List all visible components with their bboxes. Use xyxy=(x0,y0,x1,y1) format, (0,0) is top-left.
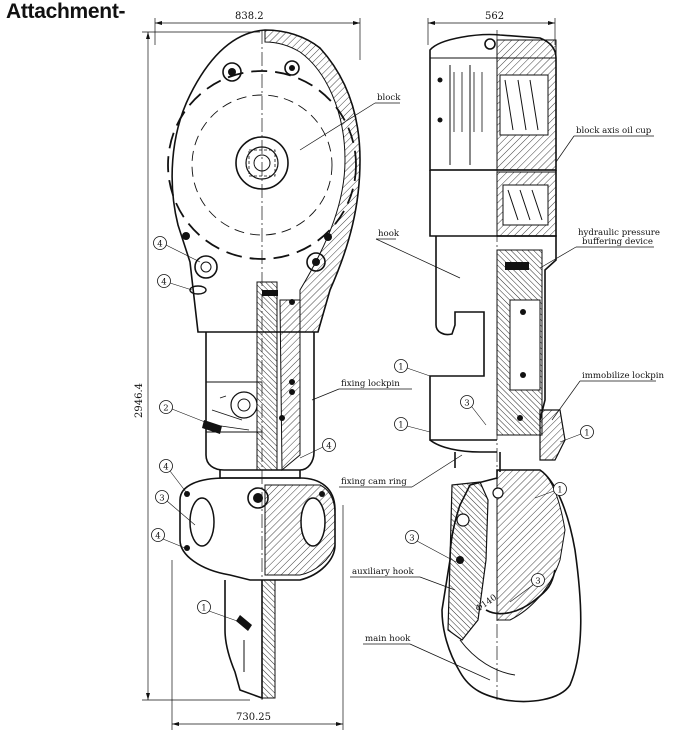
callout-3d: 3 xyxy=(509,573,545,603)
svg-text:2: 2 xyxy=(163,404,168,414)
label-oil-cup: block axis oil cup xyxy=(576,126,652,136)
callout-4c: 4 xyxy=(299,438,336,459)
dim-left-bottom: 730.25 xyxy=(171,505,344,730)
dim-562: 562 xyxy=(485,11,504,22)
callout-3b: 3 xyxy=(460,395,487,426)
callout-4b: 4 xyxy=(157,274,193,291)
dim-838: 838.2 xyxy=(235,11,264,22)
svg-text:4: 4 xyxy=(163,463,168,473)
svg-text:3: 3 xyxy=(464,399,469,409)
callout-1d: 1 xyxy=(559,425,594,443)
dim-2946: 2946.4 xyxy=(134,383,145,418)
label-fixing-lockpin: fixing lockpin xyxy=(341,379,400,389)
label-hook: hook xyxy=(378,229,400,239)
svg-text:3: 3 xyxy=(535,577,540,587)
svg-text:4: 4 xyxy=(326,442,331,452)
label-fixing-cam-ring: fixing cam ring xyxy=(341,477,407,487)
svg-text:1: 1 xyxy=(557,486,562,496)
callout-1c: 1 xyxy=(394,417,431,433)
label-block: block xyxy=(377,93,401,103)
left-view: 838.2 2946.4 730.25 xyxy=(134,11,361,730)
label-main-hook: main hook xyxy=(365,634,411,644)
svg-text:4: 4 xyxy=(157,240,162,250)
svg-text:1: 1 xyxy=(584,429,589,439)
svg-text:3: 3 xyxy=(409,534,414,544)
lower-shank xyxy=(224,580,263,700)
callout-2: 2 xyxy=(159,400,211,425)
svg-text:1: 1 xyxy=(398,363,403,373)
annotations: block block axis oil cup hook hydraulic … xyxy=(151,93,665,681)
svg-text:1: 1 xyxy=(398,421,403,431)
label-hydraulic-1: hydraulic pressure xyxy=(578,228,660,238)
label-auxiliary-hook: auxiliary hook xyxy=(352,567,414,577)
page-title: Attachment- xyxy=(6,0,126,23)
callout-4e: 4 xyxy=(151,528,186,549)
svg-text:1: 1 xyxy=(201,604,206,614)
callout-3c: 3 xyxy=(405,530,457,563)
svg-text:4: 4 xyxy=(155,532,160,542)
dim-left-top: 838.2 xyxy=(154,11,361,60)
callout-1a: 1 xyxy=(197,600,241,623)
callout-1b: 1 xyxy=(394,359,431,377)
callout-1e: 1 xyxy=(534,482,567,499)
label-hydraulic-2: buffering device xyxy=(582,237,653,247)
callout-4a: 4 xyxy=(153,236,201,263)
dim-left-height: 2946.4 xyxy=(134,31,260,701)
svg-text:3: 3 xyxy=(159,494,164,504)
dim-730: 730.25 xyxy=(236,712,271,723)
callout-3a: 3 xyxy=(155,490,196,526)
right-view: 562 xyxy=(427,11,582,703)
callout-4d: 4 xyxy=(159,459,187,493)
svg-text:4: 4 xyxy=(161,278,166,288)
block-section xyxy=(264,29,361,333)
label-immobilize-lockpin: immobilize lockpin xyxy=(582,371,665,381)
